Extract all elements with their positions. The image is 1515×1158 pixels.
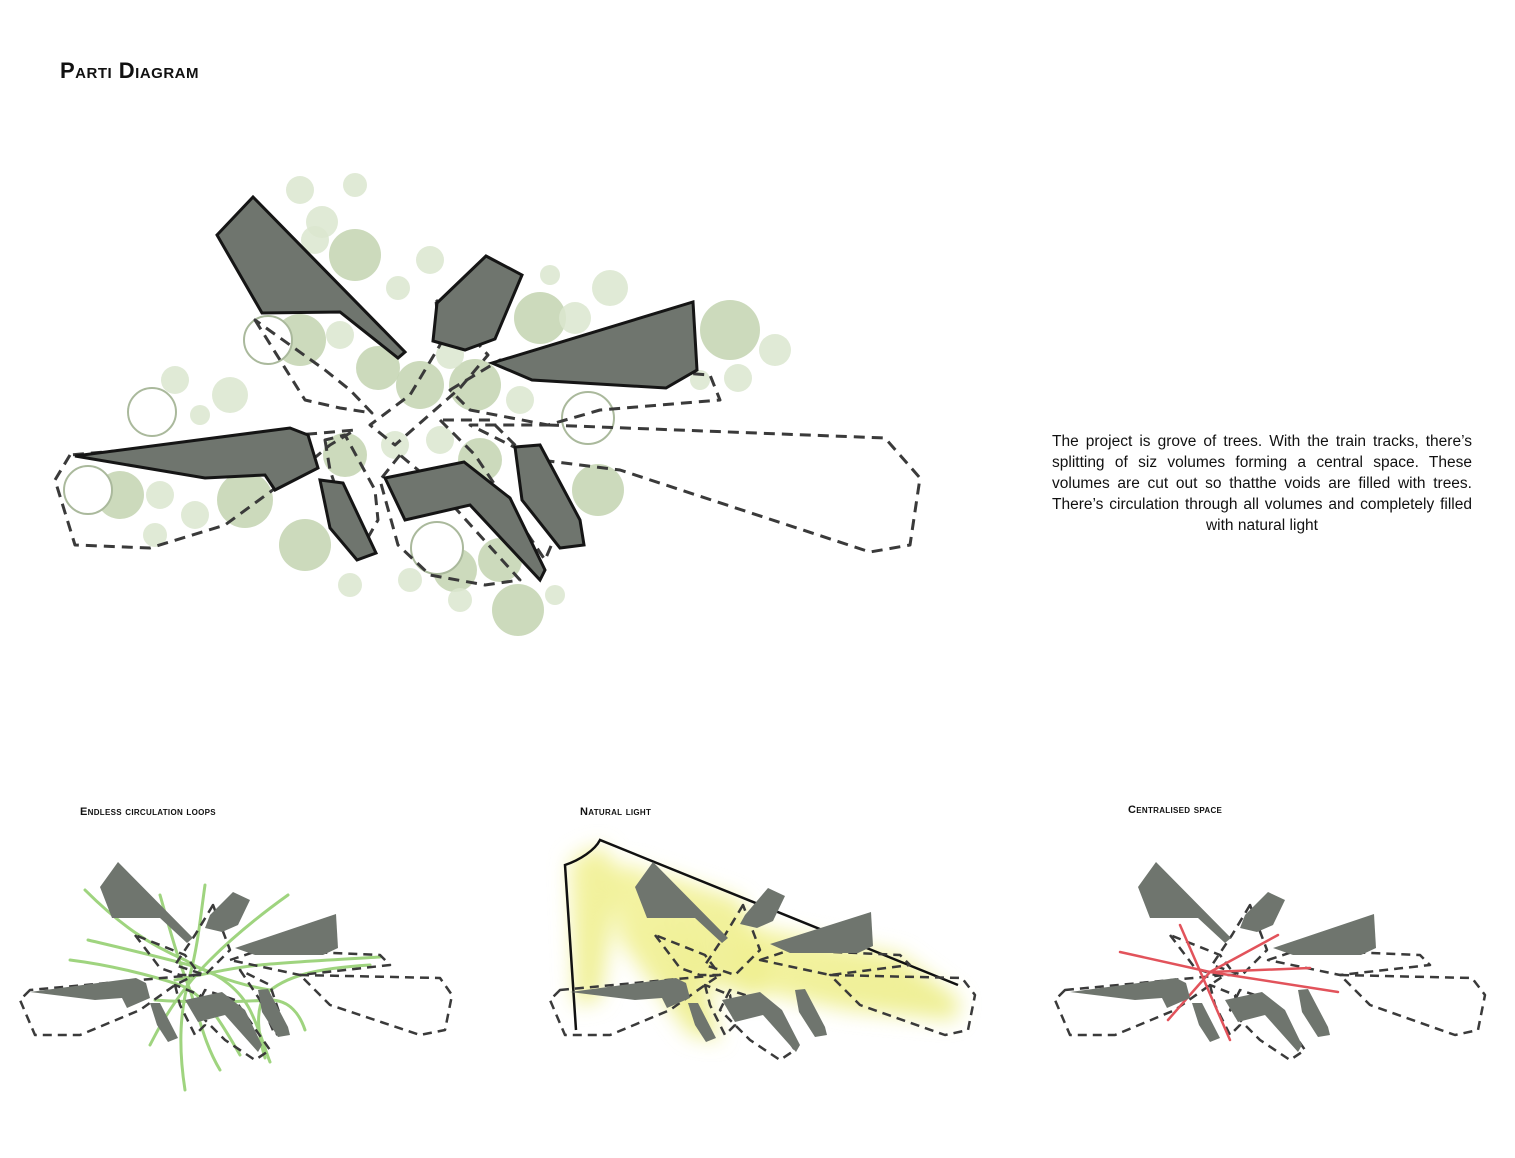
light-frame: [563, 838, 959, 1031]
page-title: Parti Diagram: [60, 58, 199, 83]
circulation-volumes: [30, 862, 338, 1052]
volume-north: [215, 194, 408, 360]
centralised-volumes: [1070, 862, 1376, 1052]
caption-centralised-space: Centralised space: [1128, 804, 1223, 816]
volume-southeast: [513, 443, 586, 550]
volume-north-small: [431, 254, 524, 352]
building-volumes: [74, 194, 699, 583]
light-outlines: [548, 903, 977, 1062]
volume-south-chevron: [382, 460, 547, 583]
caption-circulation: Endless circulation loops: [80, 806, 216, 818]
project-description: The project is grove of trees. With the …: [1052, 433, 1472, 534]
central-axes: [1118, 923, 1340, 1042]
volume-south-thin: [318, 478, 379, 562]
volume-west: [74, 426, 320, 492]
caption-natural-light: Natural light: [580, 806, 652, 818]
light-volumes: [570, 862, 873, 1052]
volume-east: [487, 300, 699, 390]
